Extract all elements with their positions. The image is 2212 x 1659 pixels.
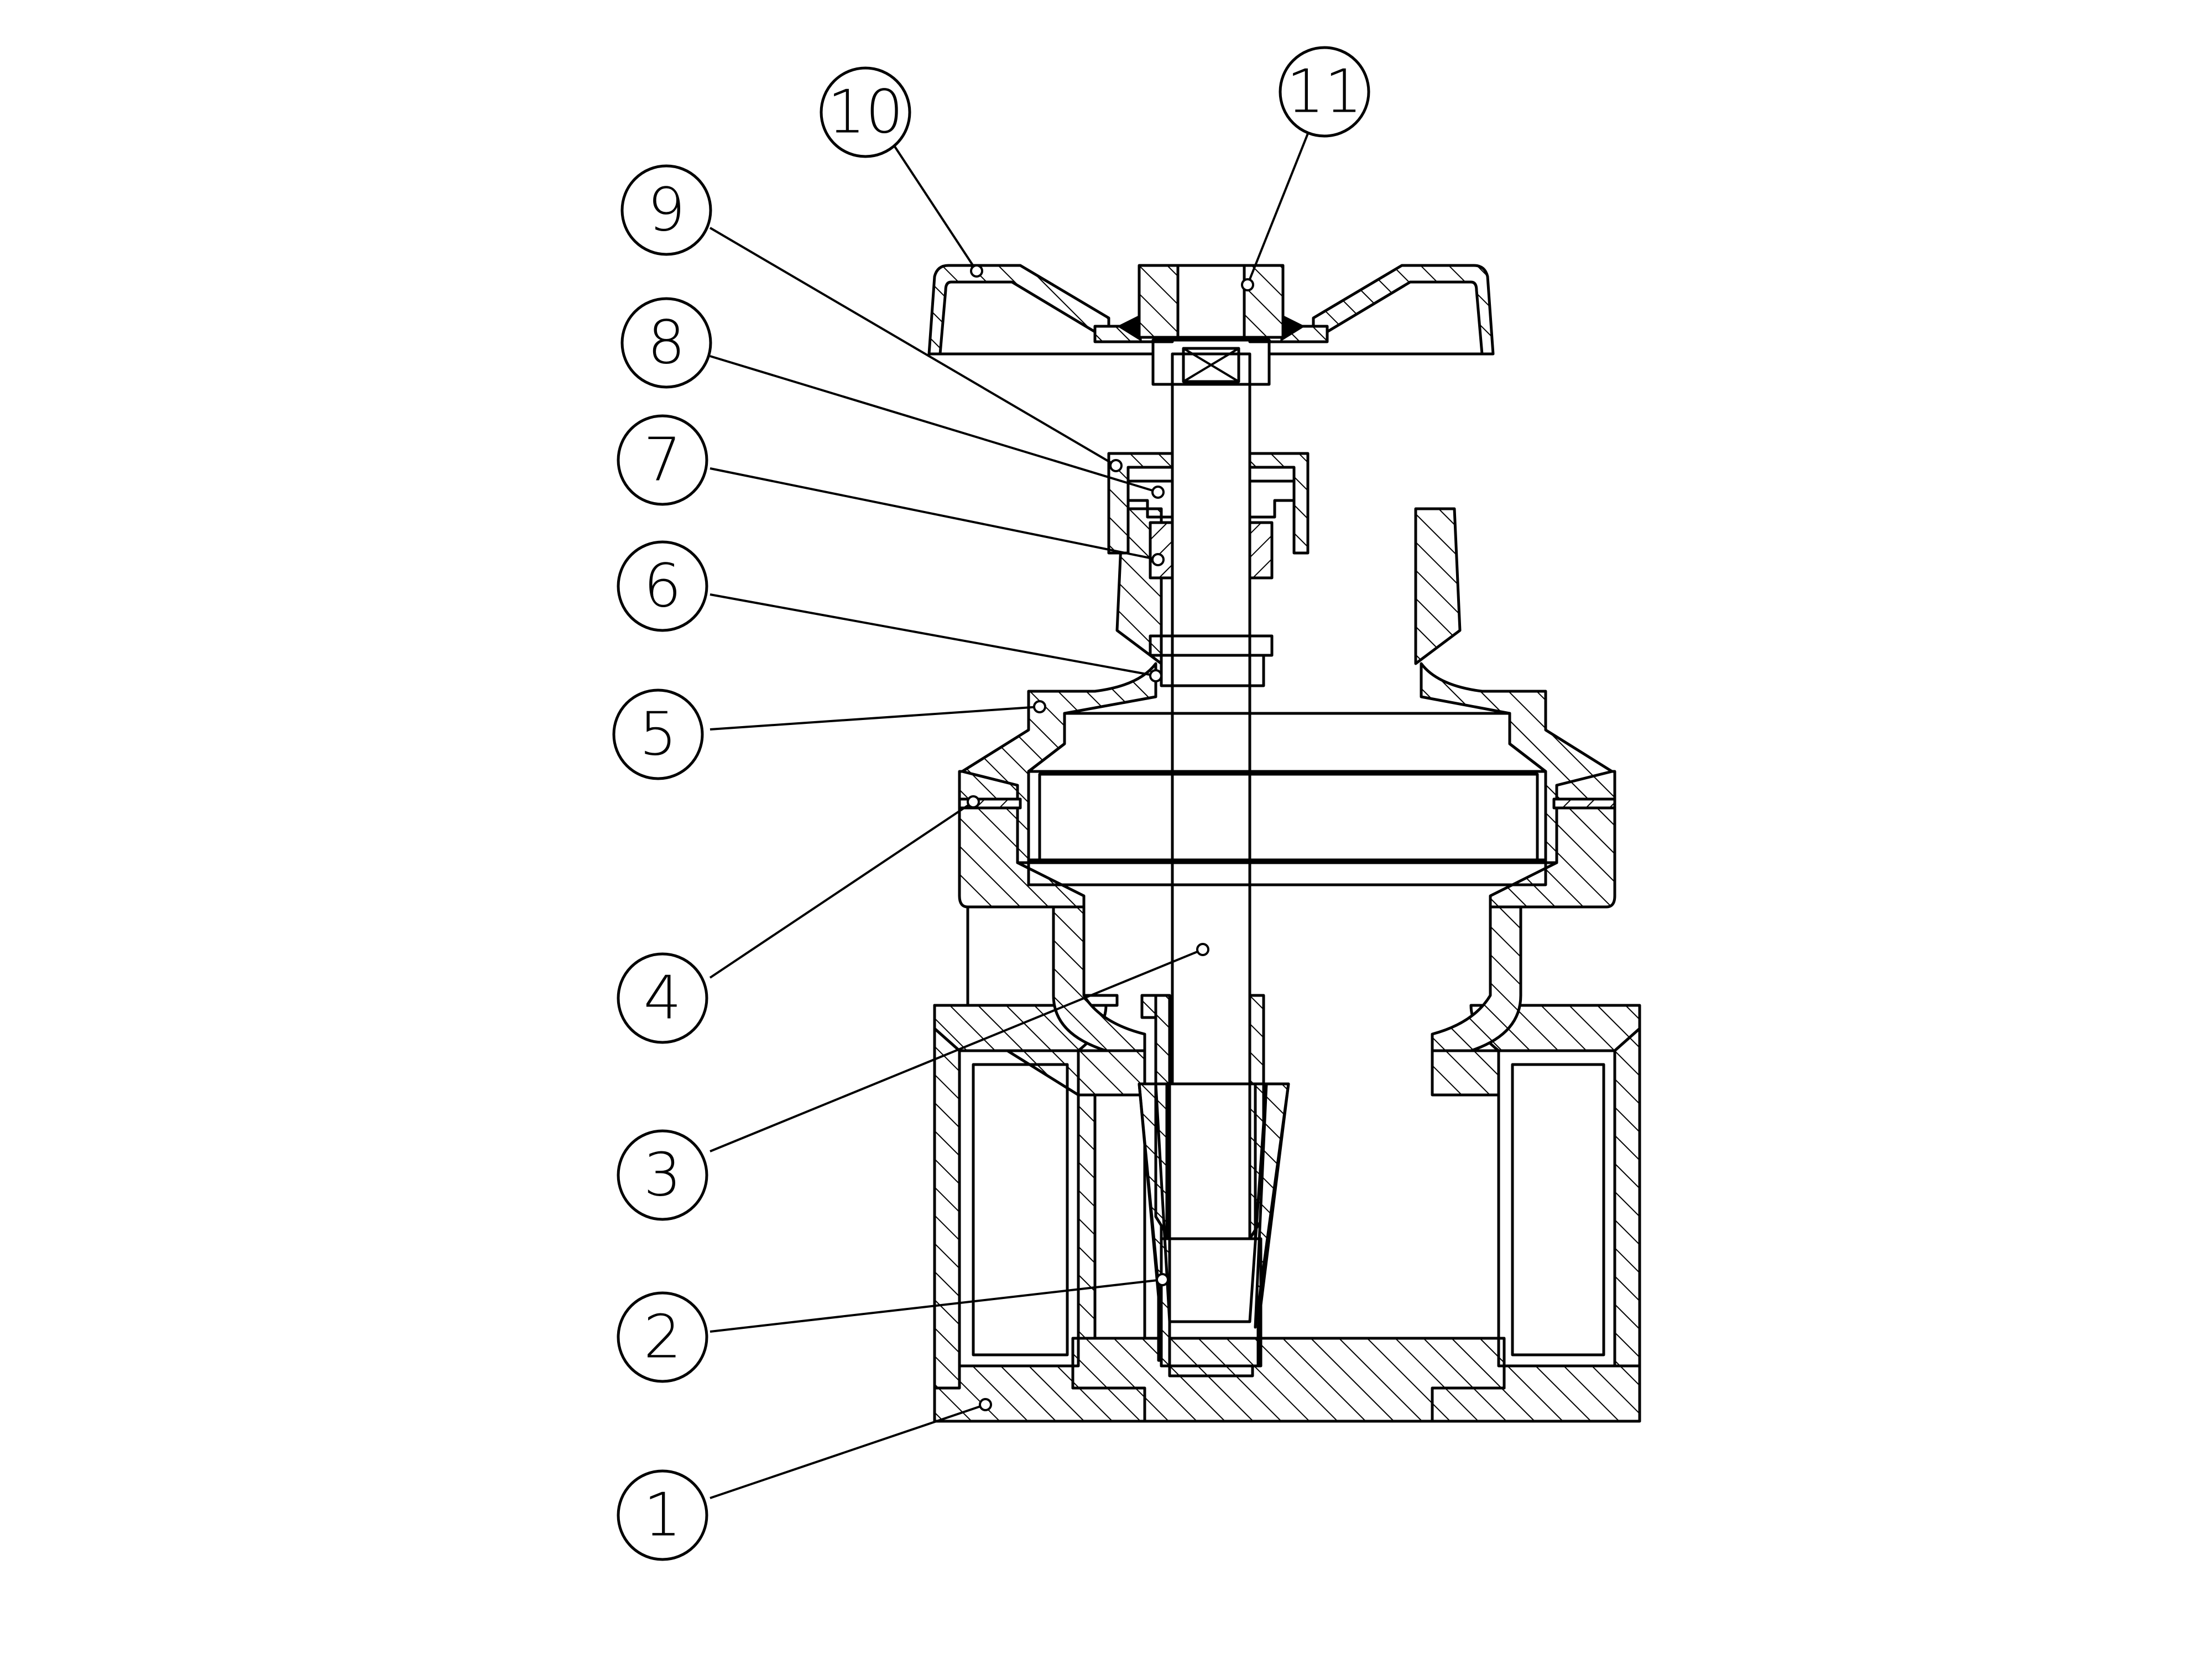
balloon-11: 11: [1279, 46, 1370, 138]
balloon-9: 9: [620, 164, 712, 256]
leader-dots: [967, 264, 1254, 1411]
gland: [1126, 479, 1296, 519]
balloon-8: 8: [620, 297, 712, 389]
handwheel-nut: [1138, 264, 1285, 386]
balloon-4-label: 4: [644, 964, 682, 1033]
balloon-2-label: 2: [644, 1303, 682, 1372]
valve-body: [933, 770, 1641, 1423]
balloon-3-label: 3: [644, 1141, 682, 1210]
balloon-5-label: 5: [639, 700, 677, 769]
balloon-9-label: 9: [648, 176, 686, 245]
gate-wedge: [1138, 994, 1290, 1378]
balloon-6: 6: [617, 540, 708, 632]
balloon-8-label: 8: [648, 309, 686, 378]
gland-nut: [1107, 452, 1310, 555]
balloon-6-label: 6: [644, 552, 682, 621]
gate-top: [1027, 773, 1547, 886]
balloon-7: 7: [617, 414, 708, 506]
balloon-1-label: 1: [644, 1481, 682, 1550]
packing: [1149, 521, 1274, 580]
gasket: [958, 797, 1616, 810]
balloon-1: 1: [617, 1469, 708, 1561]
balloon-7-label: 7: [644, 426, 682, 495]
balloon-5: 5: [612, 688, 704, 780]
balloon-3: 3: [617, 1129, 708, 1221]
leader-lines: [709, 126, 1312, 1499]
balloon-10-label: 10: [827, 78, 903, 147]
balloon-11-label: 11: [1286, 58, 1362, 127]
balloon-10: 10: [820, 66, 911, 158]
balloon-2: 2: [617, 1291, 708, 1383]
bonnet: [961, 507, 1614, 864]
balloon-4: 4: [617, 952, 708, 1044]
